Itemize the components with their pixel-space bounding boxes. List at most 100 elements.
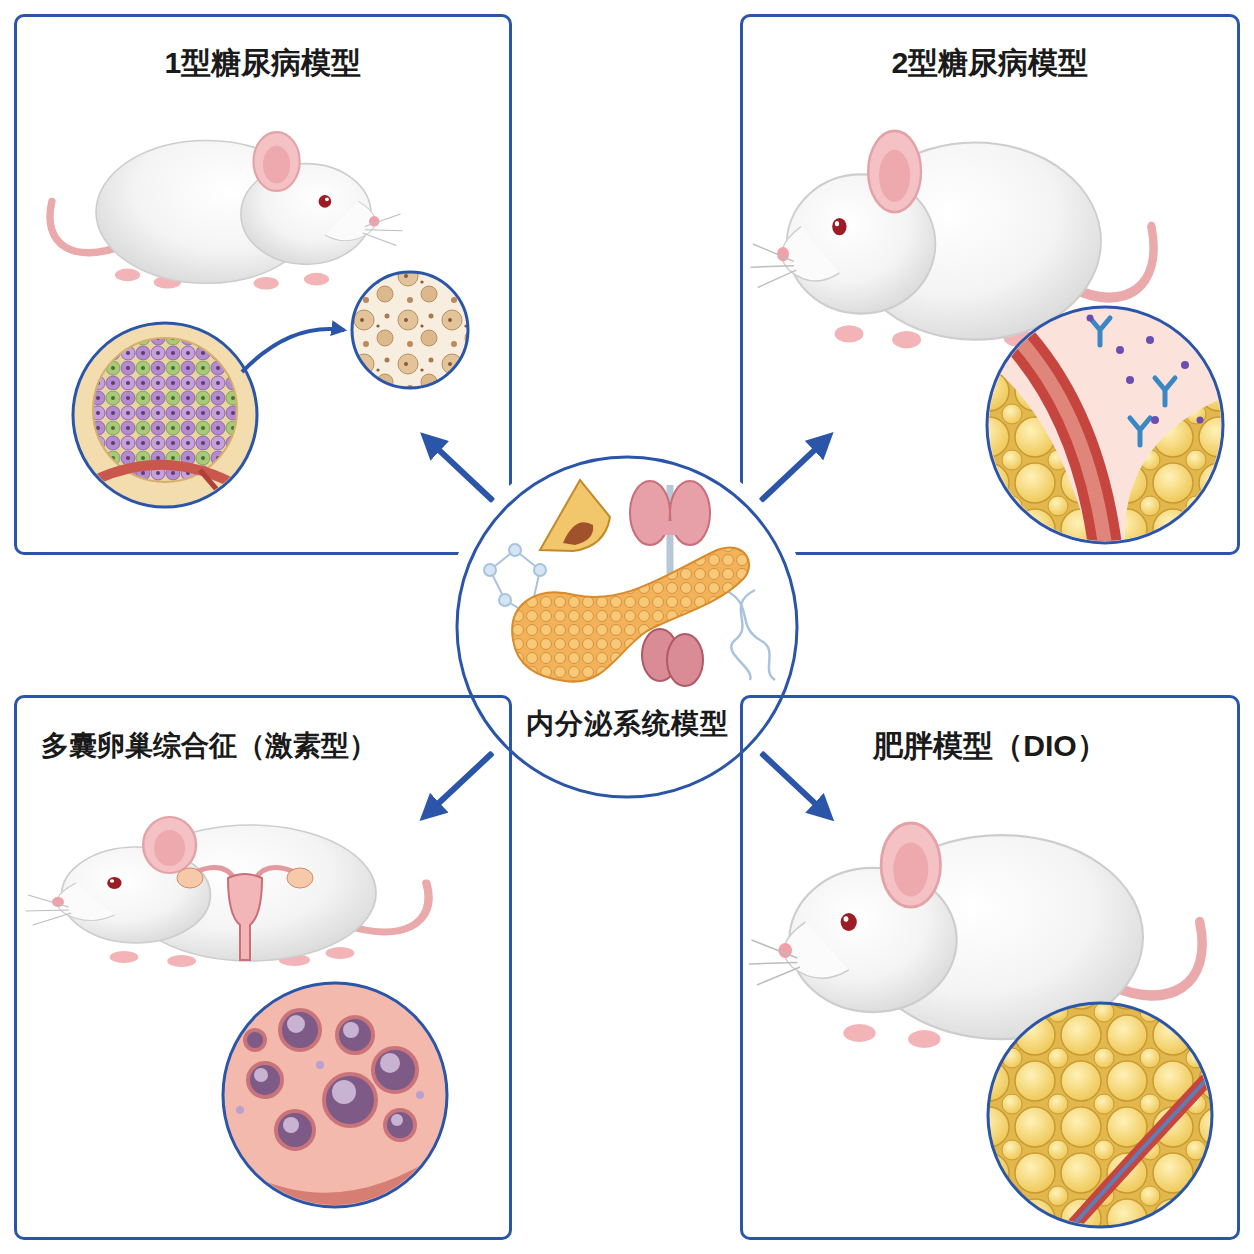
islet-inset (93, 338, 245, 505)
ovary-inset (385, 1110, 415, 1140)
connector-arrow (425, 754, 491, 815)
molecule-network (490, 550, 515, 570)
hub-circle: 内分泌系统模型 (455, 455, 799, 799)
testes (642, 629, 703, 686)
adipose-inset (1060, 1060, 1225, 1240)
molecule-network (484, 544, 546, 621)
ovary-inset (343, 1022, 359, 1038)
destroyed-cells-inset (352, 272, 468, 388)
molecule-network (499, 594, 511, 606)
rat-figure (50, 132, 403, 289)
pancreas (512, 547, 749, 681)
model-panel: 1型糖尿病模型 (14, 14, 512, 555)
islet-inset (93, 338, 237, 482)
model-panel: 多囊卵巢综合征（激素型） (14, 695, 512, 1240)
islet-inset (73, 323, 257, 507)
ovary-inset (380, 1053, 400, 1073)
ovary-inset (245, 1030, 265, 1050)
ovary-inset (225, 1150, 445, 1210)
molecule-network (515, 550, 540, 570)
insulin-resistance-inset (980, 307, 1230, 545)
ovary-inset (254, 1068, 268, 1082)
adipose-inset (1060, 1060, 1225, 1240)
thyroid-gland (670, 481, 710, 545)
ovary-inset (316, 1061, 324, 1069)
ovary-inset (245, 1010, 417, 1149)
connector-arrow (762, 438, 827, 500)
thyroid-gland (655, 521, 685, 535)
ovary-inset (324, 1074, 376, 1126)
adipose-inset (1060, 1060, 1225, 1240)
rat-figure (749, 823, 1202, 1048)
insulin-resistance-inset (980, 360, 1090, 545)
connector-arrow (426, 438, 492, 500)
ovary-inset (373, 1048, 417, 1092)
dna-strand (731, 590, 755, 680)
insulin-resistance-inset (1151, 416, 1159, 424)
rat-figure (751, 131, 1154, 349)
molecule-network (484, 564, 496, 576)
panel-heading: 肥胖模型（DIO） (743, 728, 1237, 764)
model-panel: 2型糖尿病模型 (740, 14, 1240, 555)
hub-circle-ground (443, 443, 811, 811)
model-panel: 肥胖模型（DIO） (740, 695, 1240, 1240)
ovary-inset (332, 1080, 356, 1104)
testes (667, 634, 703, 686)
molecule-network (524, 609, 536, 621)
insulin-resistance-inset (980, 315, 1230, 546)
ovary-inset (223, 983, 447, 1210)
hub-circle-outline (457, 457, 797, 797)
ovary-inset (391, 1114, 403, 1126)
islet-inset (73, 323, 257, 507)
ovary-inset (416, 1091, 424, 1099)
rat-figure (749, 823, 1202, 1048)
rat-figure (751, 131, 1154, 349)
uterus-figure (177, 868, 313, 961)
testes (642, 629, 678, 681)
leader-arrow (242, 329, 344, 372)
islet-inset (95, 465, 245, 490)
ovary-inset (225, 1010, 445, 1210)
islet-inset (200, 470, 230, 505)
insulin-resistance-inset (1125, 395, 1230, 545)
molecule-network (505, 600, 530, 615)
rat-figure (50, 132, 403, 289)
insulin-resistance-inset (1090, 318, 1110, 345)
molecule-network (490, 570, 505, 600)
dna-strand (725, 590, 775, 680)
rat-figure (26, 817, 429, 967)
rat-figure (26, 817, 429, 967)
thyroid-gland (667, 485, 674, 615)
adrenal-gland (540, 480, 610, 551)
panel-heading: 1型糖尿病模型 (17, 45, 509, 81)
insulin-resistance-inset (1087, 315, 1094, 322)
ovary-inset (236, 1106, 244, 1114)
adipose-inset (988, 1003, 1212, 1227)
hub-circle-shape (455, 455, 799, 799)
insulin-resistance-inset (1126, 376, 1134, 384)
molecule-network (530, 570, 540, 615)
thyroid-gland (630, 481, 670, 545)
panel-heading: 2型糖尿病模型 (743, 45, 1237, 81)
molecule-network (534, 564, 546, 576)
adrenal-gland (540, 480, 610, 551)
ovary-inset (283, 1117, 299, 1133)
ovary-inset (223, 983, 447, 1207)
insulin-resistance-inset (1087, 315, 1204, 425)
pancreas (512, 547, 749, 681)
insulin-resistance-inset (1146, 336, 1154, 344)
hub-label: 内分泌系统模型 (526, 707, 729, 741)
adipose-inset (988, 1003, 1225, 1240)
connector-arrow (763, 754, 829, 816)
insulin-resistance-inset (987, 307, 1223, 543)
molecule-network (509, 544, 521, 556)
uterus-figure (228, 874, 262, 960)
uterus-figure (287, 868, 313, 888)
panel-heading: 多囊卵巢综合征（激素型） (41, 728, 509, 762)
insulin-resistance-inset (1155, 378, 1175, 405)
insulin-resistance-inset (1130, 418, 1150, 445)
destroyed-cells-inset (352, 272, 468, 388)
ovary-inset (236, 1061, 424, 1114)
adrenal-gland (563, 522, 593, 545)
